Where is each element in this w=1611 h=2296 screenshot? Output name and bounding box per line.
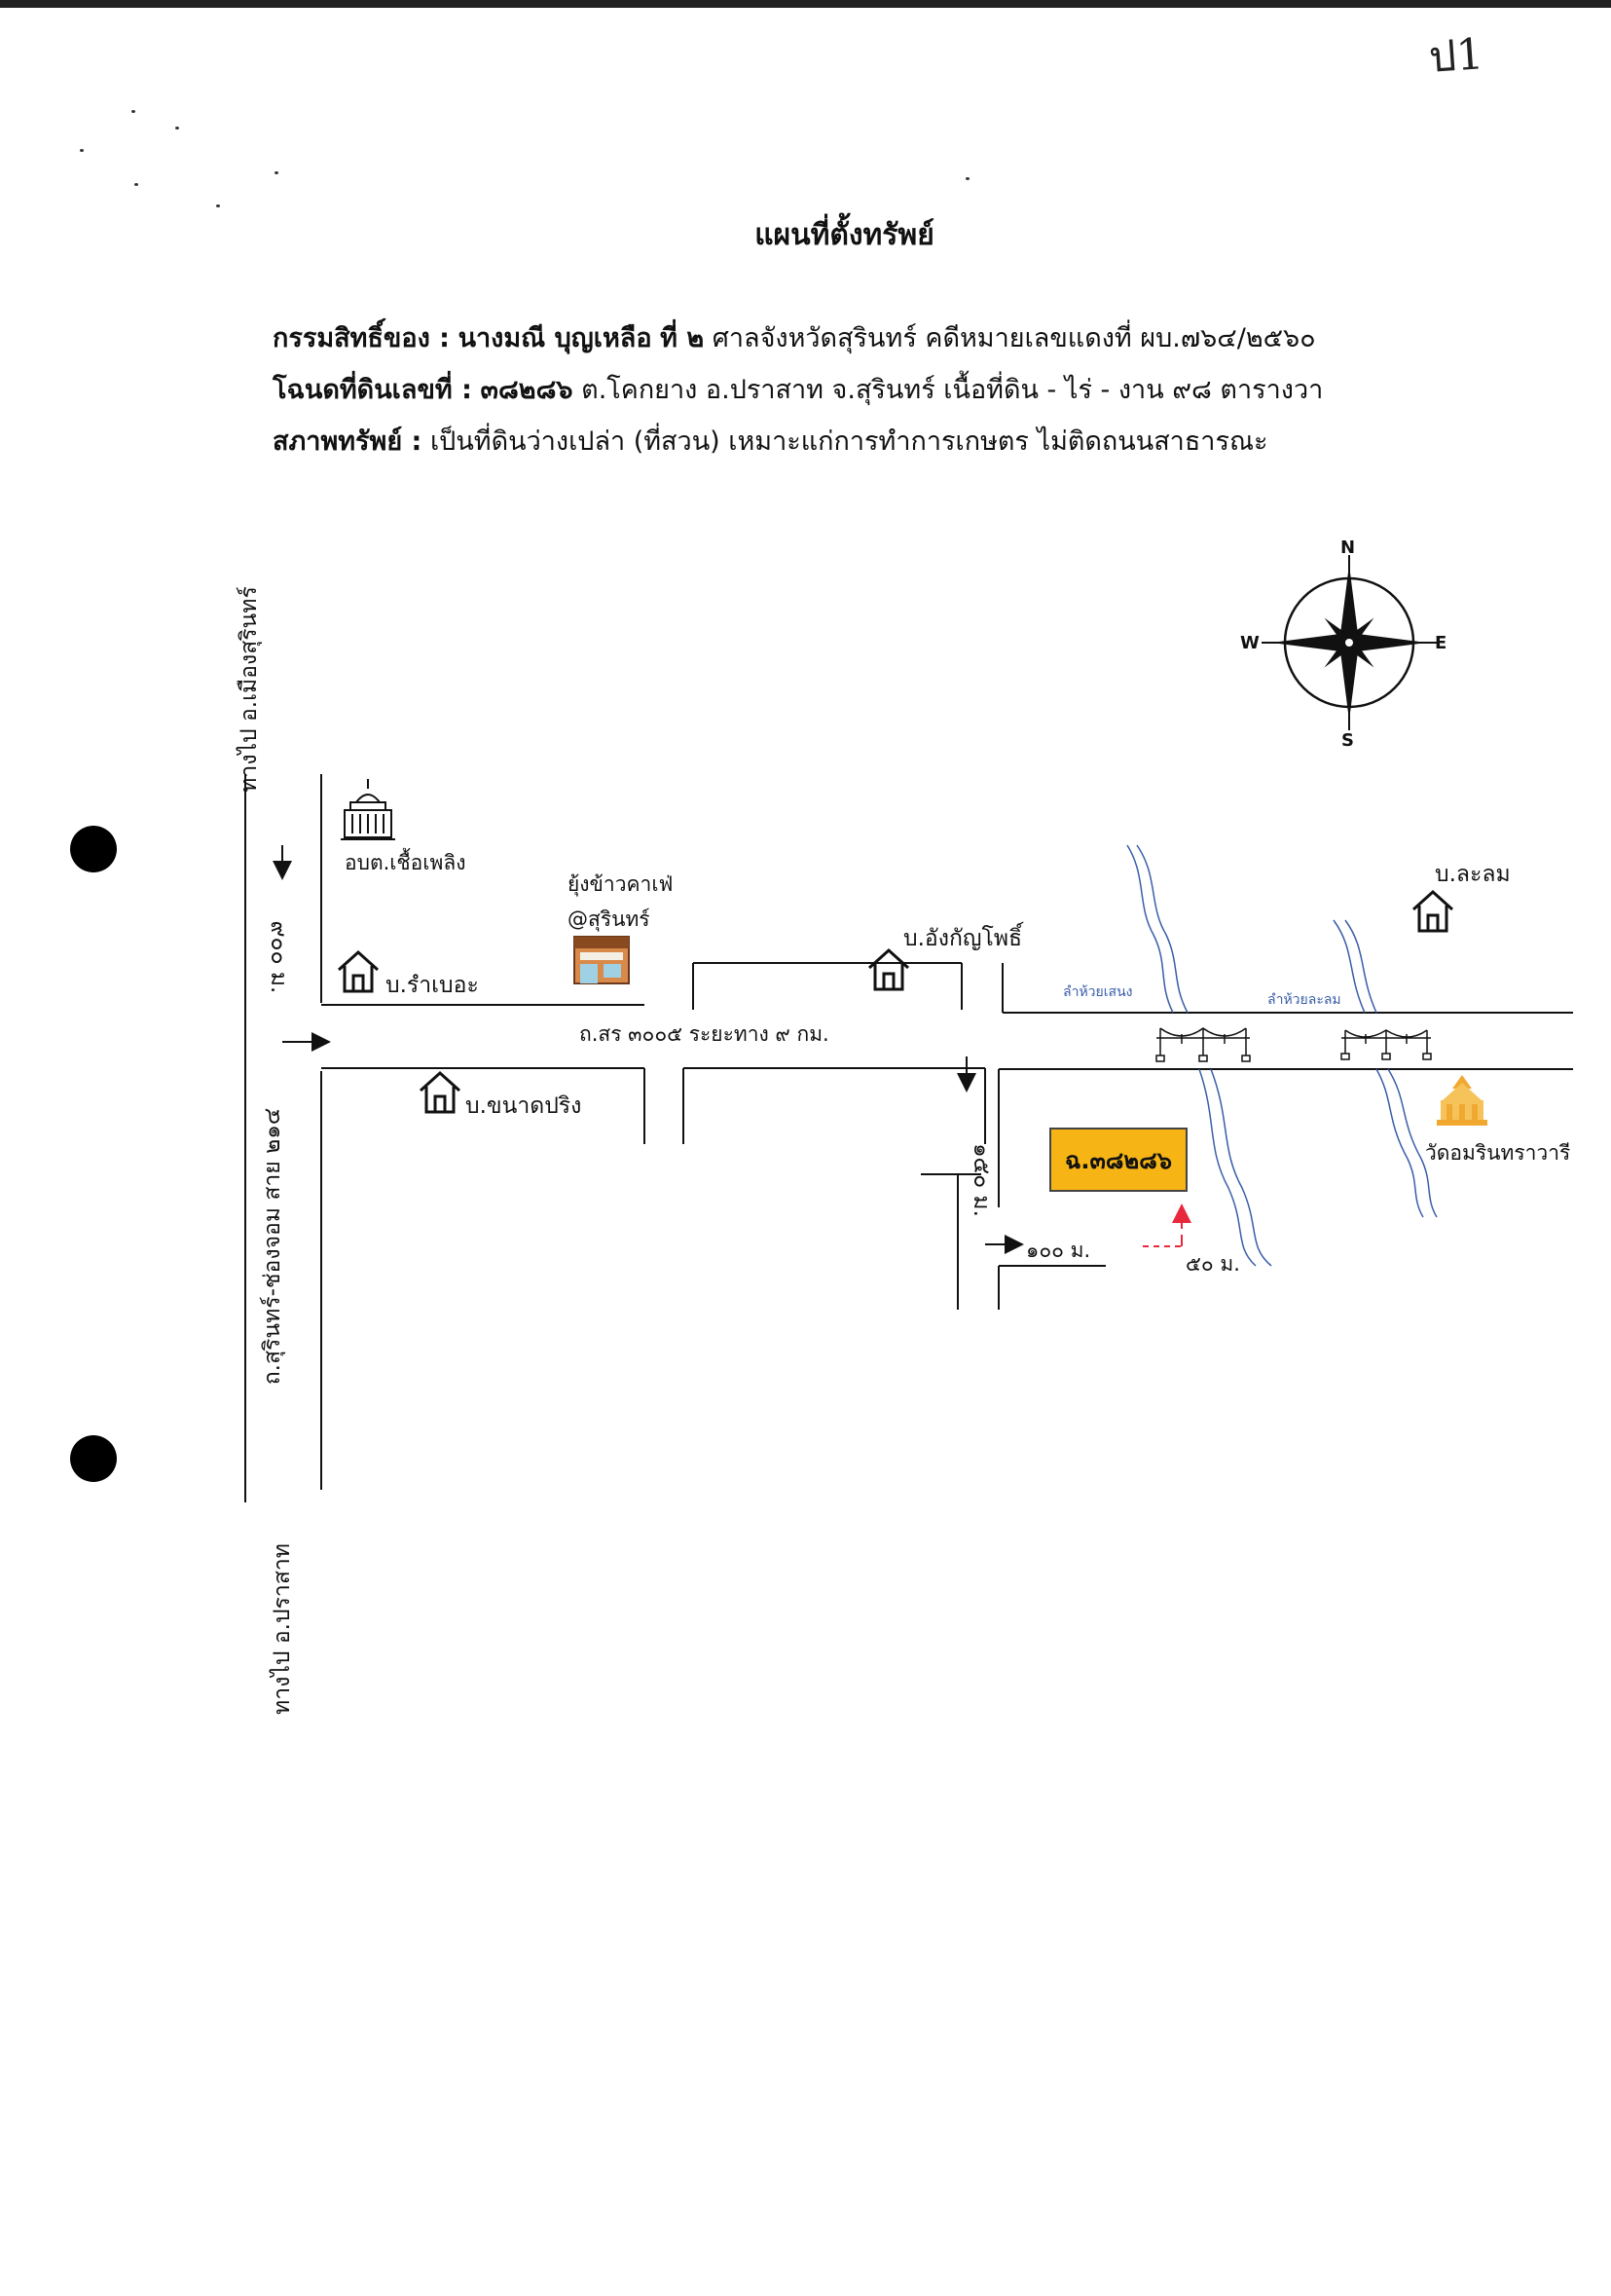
page-title: แผนที่ตั้งทรัพย์	[754, 218, 934, 252]
scan-speck	[175, 127, 179, 130]
stream-senong-south	[1210, 1068, 1272, 1267]
cafe-shop-icon	[573, 936, 630, 984]
landmark-cafe-label-1: ยุ้งข้าวคาเฟ่	[568, 872, 674, 896]
owner-suffix: ที่ ๒	[660, 323, 705, 353]
road-direction-north-label: ทางไป อ.เมืองสุรินทร์	[237, 586, 262, 793]
road-lines	[244, 774, 1573, 1502]
condition-text: เป็นที่ดินว่างเปล่า (ที่สวน) เหมาะแก่การ…	[429, 426, 1268, 457]
road-214-name: ถ.สุรินทร์-ช่องจอม สาย ๒๑๔	[260, 1107, 285, 1386]
owner-line: กรรมสิทธิ์ของ : นางมณี บุญเหลือ ที่ ๒ ศา…	[273, 316, 1316, 358]
owner-case: ศาลจังหวัดสุรินทร์ คดีหมายเลขแดงที่ ผบ.๗…	[712, 323, 1316, 353]
village-rambeua-label: บ.รำเบอะ	[385, 973, 479, 998]
deed-details: ต.โคกยาง อ.ปราสาท จ.สุรินทร์ เนื้อที่ดิน…	[581, 375, 1324, 405]
distance-900-label: ๙๐๐ ม.	[266, 920, 291, 994]
compass-west-label: W	[1240, 633, 1260, 653]
village-lalom-label: บ.ละลม	[1435, 862, 1511, 887]
stream-senong-label: ลำห้วยเสนง	[1063, 984, 1133, 1000]
village-angkanpho-label: บ.อังกัญโพธิ์	[903, 926, 1023, 951]
owner-label: กรรมสิทธิ์ของ :	[273, 323, 450, 353]
compass-north-label: N	[1340, 537, 1356, 558]
house-icon-khanatpring	[419, 1070, 461, 1114]
landmark-sao-label: อบต.เชื้อเพลิง	[345, 851, 466, 874]
house-icons	[337, 889, 1454, 1114]
house-icon-lalom	[1411, 889, 1454, 933]
route-to-plot	[1143, 1204, 1191, 1247]
deed-label: โฉนดที่ดินเลขที่ :	[273, 375, 472, 405]
scan-speck	[131, 110, 135, 113]
compass-south-label: S	[1341, 730, 1354, 751]
land-plot-marker: ฉ.๓๘๒๘๖	[1049, 1128, 1188, 1192]
scan-speck	[134, 183, 138, 186]
stream-lalom-north	[1333, 919, 1366, 1014]
owner-name: นางมณี บุญเหลือ	[458, 323, 652, 353]
bridge-icon	[1340, 1029, 1432, 1060]
house-icon-angkanpho	[867, 947, 910, 991]
page-top-edge	[0, 0, 1611, 8]
direction-arrows	[273, 845, 1024, 1254]
binder-hole	[70, 826, 117, 872]
bridge-icons	[1155, 1027, 1432, 1062]
distance-50-label: ๕๐ ม.	[1186, 1252, 1240, 1276]
road-sr3005-label: ถ.สร ๓๐๐๕ ระยะทาง ๙ กม.	[579, 1022, 829, 1046]
deed-line: โฉนดที่ดินเลขที่ : ๓๘๒๘๖ ต.โคกยาง อ.ปราส…	[273, 368, 1323, 410]
village-khanatpring-label: บ.ขนาดปริง	[465, 1093, 582, 1119]
government-building-icon	[341, 779, 395, 840]
scan-speck	[216, 204, 220, 207]
scan-speck	[275, 171, 278, 174]
road-direction-south-label: ทางไป อ.ปราสาท	[270, 1543, 295, 1715]
scan-speck	[966, 177, 970, 180]
house-icon-rambeua	[337, 949, 380, 993]
stream-lalom-south	[1375, 1068, 1424, 1218]
scan-speck	[80, 149, 84, 152]
deed-number: ๓๘๒๘๖	[480, 375, 573, 405]
stream-lalom-label: ลำห้วยละลม	[1267, 992, 1341, 1008]
condition-label: สภาพทรัพย์ :	[273, 426, 422, 457]
temple-icon	[1437, 1075, 1487, 1126]
compass-rose	[1262, 555, 1437, 730]
binder-hole	[70, 1435, 117, 1482]
distance-150-label: ๑๕๐ ม.	[969, 1143, 994, 1217]
stream-senong-north	[1126, 844, 1174, 1014]
temple-label: วัดอมรินทราวารี	[1425, 1141, 1571, 1165]
landmark-cafe-label-2: @สุรินทร์	[568, 907, 650, 931]
distance-100-label: ๑๐๐ ม.	[1026, 1239, 1091, 1262]
bridge-icon	[1155, 1027, 1251, 1062]
compass-east-label: E	[1435, 633, 1447, 653]
stream-lines	[1126, 844, 1438, 1267]
condition-line: สภาพทรัพย์ : เป็นที่ดินว่างเปล่า (ที่สวน…	[273, 420, 1268, 462]
